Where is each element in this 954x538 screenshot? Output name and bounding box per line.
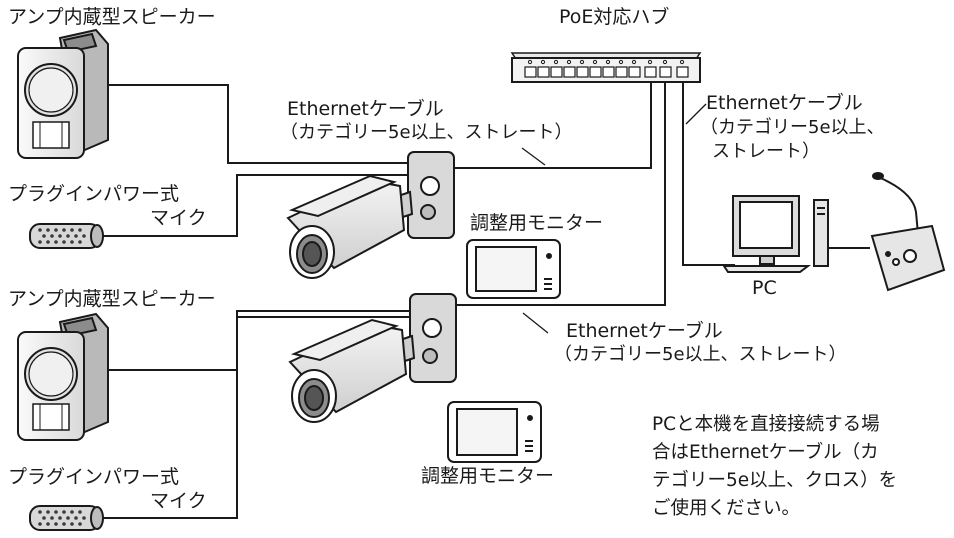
pc-label: PC <box>752 277 777 299</box>
cable-mic-top <box>100 174 410 237</box>
monitor-top-image <box>466 239 561 299</box>
speaker-top-label: アンプ内蔵型スピーカー <box>8 6 216 28</box>
cable-hub-camera-bottom <box>455 80 666 306</box>
cables <box>100 80 870 519</box>
camera-bottom-image <box>288 293 457 423</box>
cable-speaker-top <box>105 84 418 164</box>
leader-pc-cable <box>685 103 707 125</box>
cable-hub-camera-top <box>452 80 652 169</box>
note-line2: 合はEthernetケーブル（カ <box>652 442 879 463</box>
cable-pc-line1: Ethernetケーブル <box>706 92 863 114</box>
poe-hub <box>510 52 702 83</box>
monitor-bottom-image <box>447 401 542 463</box>
speaker-top-image <box>17 28 109 159</box>
cable-top-camera-line1: Ethernetケーブル <box>287 98 444 120</box>
mic-top-label-line2: マイク <box>150 207 207 229</box>
mic-bottom-image <box>29 505 104 531</box>
camera-top-image <box>286 151 455 279</box>
mic-top-label-line1: プラグインパワー式 <box>8 183 180 205</box>
note-line3: テゴリー5e以上、クロス）を <box>652 470 898 491</box>
speaker-bottom-label: アンプ内蔵型スピーカー <box>8 288 216 310</box>
cable-pc-line2: （カテゴリー5e以上、 <box>700 117 885 138</box>
mic-bottom-label-line2: マイク <box>150 490 207 512</box>
cable-mic-bottom <box>100 316 410 519</box>
cable-bottom-camera-line2: （カテゴリー5e以上、ストレート） <box>554 344 847 365</box>
cable-hub-pc <box>682 80 735 266</box>
leader-bottom-camera <box>522 312 549 334</box>
mic-top-image <box>29 223 104 249</box>
cable-pc-line3: ストレート） <box>712 141 820 162</box>
cable-bottom-camera-line1: Ethernetケーブル <box>566 320 723 342</box>
monitor-top-label: 調整用モニター <box>470 212 604 234</box>
monitor-bottom-label: 調整用モニター <box>421 465 555 487</box>
note-line1: PCと本機を直接接続する場 <box>652 414 880 435</box>
pc-image <box>722 195 829 273</box>
note-line4: ご使用ください。 <box>652 498 801 519</box>
mic-bottom-label-line1: プラグインパワー式 <box>8 466 180 488</box>
leader-top-camera <box>521 147 546 166</box>
hub-label: PoE対応ハブ <box>559 6 670 28</box>
desk-mic-image <box>870 172 946 292</box>
cable-top-camera-line2: （カテゴリー5e以上、ストレート） <box>280 122 573 143</box>
speaker-bottom-image <box>17 312 109 441</box>
